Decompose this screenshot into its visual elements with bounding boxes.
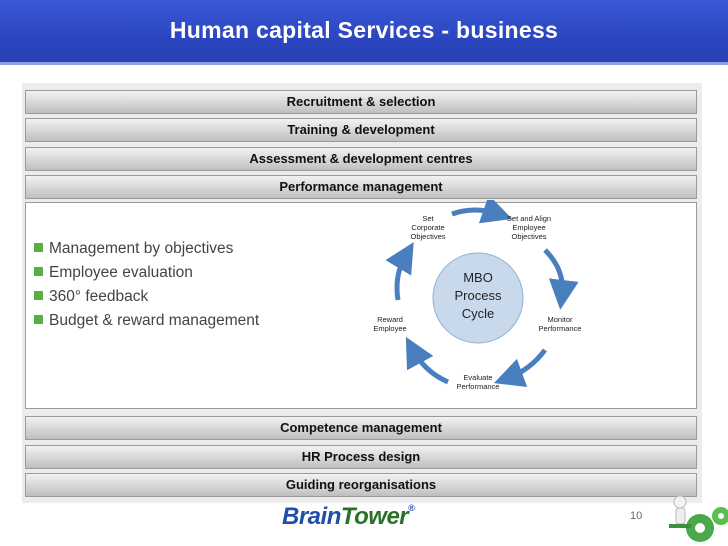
center-label-line1: MBO bbox=[463, 270, 493, 285]
page-number: 10 bbox=[630, 510, 643, 522]
step-monitor-line1: Monitor bbox=[547, 315, 573, 324]
step-reward-line1: Reward bbox=[377, 315, 403, 324]
step-set-line3: Objectives bbox=[410, 232, 445, 241]
bullet-square-icon bbox=[34, 291, 43, 300]
bullet-item: Management by objectives bbox=[34, 237, 259, 261]
center-label-line2: Process bbox=[455, 288, 502, 303]
step-monitor-line2: Performance bbox=[539, 324, 582, 333]
gears-figure-icon bbox=[669, 495, 728, 542]
bullet-square-icon bbox=[34, 267, 43, 276]
bar-recruitment-selection: Recruitment & selection bbox=[25, 90, 697, 114]
step-set-line2: Corporate bbox=[411, 223, 444, 232]
bullet-square-icon bbox=[34, 243, 43, 252]
bar-hr-process-design: HR Process design bbox=[25, 445, 697, 469]
step-evaluate-line2: Performance bbox=[457, 382, 500, 391]
step-reward-line2: Employee bbox=[373, 324, 406, 333]
step-evaluate-line1: Evaluate bbox=[463, 373, 492, 382]
bar-competence-management: Competence management bbox=[25, 416, 697, 440]
bar-performance-management: Performance management bbox=[25, 175, 697, 199]
bar-assessment-centres: Assessment & development centres bbox=[25, 147, 697, 171]
arrow-evaluate-to-reward bbox=[405, 336, 450, 385]
performance-panel: Management by objectives Employee evalua… bbox=[25, 202, 697, 409]
bullet-list: Management by objectives Employee evalua… bbox=[34, 237, 259, 333]
center-label-line3: Cycle bbox=[462, 306, 495, 321]
bullet-square-icon bbox=[34, 315, 43, 324]
braintower-logo: BrainTower® bbox=[282, 503, 415, 530]
step-align-line1: Set and Align bbox=[507, 214, 551, 223]
arrow-set-to-align bbox=[451, 200, 513, 224]
step-set-line1: Set bbox=[422, 214, 434, 223]
arrow-monitor-to-evaluate bbox=[493, 348, 547, 387]
bullet-item: Employee evaluation bbox=[34, 261, 259, 285]
step-align-line3: Objectives bbox=[511, 232, 546, 241]
page-title: Human capital Services - business bbox=[169, 17, 559, 43]
center-circle bbox=[432, 252, 524, 344]
bullet-item: 360° feedback bbox=[34, 285, 259, 309]
bar-training-development: Training & development bbox=[25, 118, 697, 142]
bar-guiding-reorganisations: Guiding reorganisations bbox=[25, 473, 697, 497]
step-align-line2: Employee bbox=[512, 223, 545, 232]
arrow-reward-to-set bbox=[385, 242, 414, 301]
mbo-cycle-diagram: MBO Process Cycle Set Corporate Objectiv… bbox=[373, 200, 582, 391]
bullet-item: Budget & reward management bbox=[34, 309, 259, 333]
header-banner: Human capital Services - business bbox=[0, 0, 728, 65]
arrow-align-to-monitor bbox=[543, 248, 579, 310]
